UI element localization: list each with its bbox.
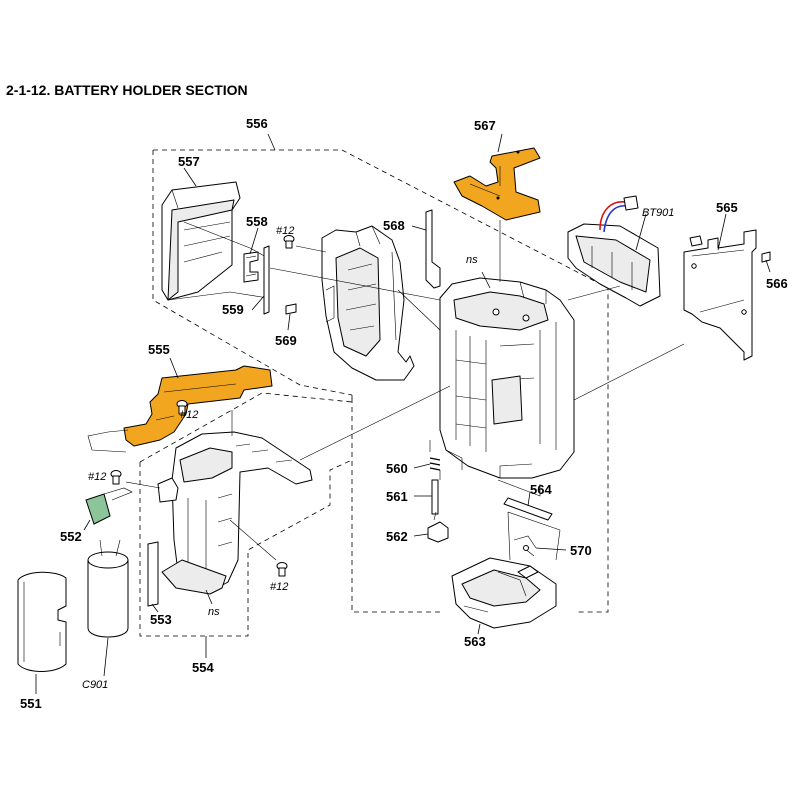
callout-569: 569 <box>275 333 297 348</box>
part-569-pad <box>285 303 297 315</box>
part-555-flex <box>87 365 273 453</box>
middle-frame <box>321 225 415 381</box>
callout-564: 564 <box>530 482 552 497</box>
group-outline-554 <box>139 392 353 637</box>
reference-labels: #12 #12 #12 #12 ns ns BT901 C901 <box>82 207 674 691</box>
part-563-lid <box>451 557 557 629</box>
section-title: 2-1-12. BATTERY HOLDER SECTION <box>6 82 248 98</box>
part-561-pin <box>431 479 439 515</box>
screw-12-left <box>110 470 122 485</box>
screw-12-upper <box>283 235 295 249</box>
callout-553: 553 <box>150 612 172 627</box>
part-c901-capacitor <box>87 539 129 638</box>
ns-label-upper: ns <box>466 254 478 266</box>
part-553-strip <box>147 541 159 607</box>
part-552-pcb <box>85 487 133 525</box>
screw-ref-lower: #12 <box>270 581 288 593</box>
callout-565: 565 <box>716 200 738 215</box>
part-562-lever <box>427 511 449 543</box>
part-bt901-holder <box>567 195 661 307</box>
callout-557: 557 <box>178 154 200 169</box>
part-566-pad <box>761 251 771 263</box>
screw-ref-upper: #12 <box>276 225 294 237</box>
callout-563: 563 <box>464 634 486 649</box>
part-560-spring <box>429 457 441 471</box>
part-558-contact <box>243 251 259 283</box>
part-554-holder <box>157 431 313 595</box>
screw-ref-left: #12 <box>88 471 106 483</box>
screw-12-lower <box>276 562 288 577</box>
part-570-spring <box>513 535 537 557</box>
callout-560: 560 <box>386 461 408 476</box>
screw-ref-mid: #12 <box>180 409 198 421</box>
main-housing <box>439 277 575 479</box>
part-567-flex <box>453 147 541 221</box>
callout-labels: 556 557 558 559 569 568 567 565 566 555 … <box>20 116 788 711</box>
callout-554: 554 <box>192 660 214 675</box>
screw-12-mid <box>176 400 188 415</box>
callout-559: 559 <box>222 302 244 317</box>
callout-562: 562 <box>386 529 408 544</box>
bt901-label: BT901 <box>642 207 674 219</box>
callout-556: 556 <box>246 116 268 131</box>
callout-558: 558 <box>246 214 268 229</box>
ns-label-lower: ns <box>208 606 220 618</box>
part-551-sleeve <box>17 571 67 672</box>
callout-568: 568 <box>383 218 405 233</box>
part-559-strip <box>263 245 270 315</box>
part-557-cover <box>161 181 269 301</box>
callout-566: 566 <box>766 276 788 291</box>
c901-label: C901 <box>82 679 108 691</box>
part-564-rod <box>503 497 553 521</box>
callout-567: 567 <box>474 118 496 133</box>
callout-570: 570 <box>570 543 592 558</box>
callout-551: 551 <box>20 696 42 711</box>
callout-555: 555 <box>148 342 170 357</box>
callout-552: 552 <box>60 529 82 544</box>
callout-561: 561 <box>386 489 408 504</box>
part-565-bracket <box>683 229 757 361</box>
part-568-plate <box>425 209 441 289</box>
leader-lines <box>35 133 771 694</box>
